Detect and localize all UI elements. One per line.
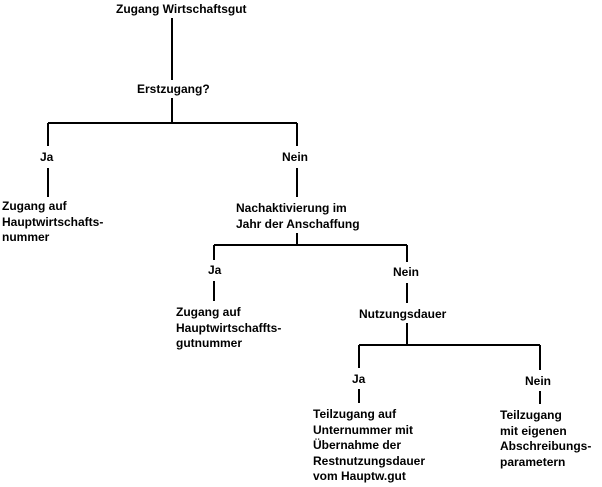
question-nachaktivierung: Nachaktivierung im Jahr der Anschaffung: [236, 201, 360, 232]
leaf-line: Zugang auf: [176, 305, 241, 319]
leaf-line: Hauptwirtschafts-: [2, 214, 104, 229]
leaf-line: Zugang auf: [2, 199, 67, 213]
leaf-zugang-hauptwirtschaftsgutnummer: Zugang auf Hauptwirtschaffts- gutnummer: [176, 305, 281, 352]
root-title: Zugang Wirtschaftsgut: [116, 2, 247, 16]
leaf-line: Unternummer mit: [313, 422, 414, 437]
leaf-line: gutnummer: [176, 336, 242, 350]
leaf-zugang-hauptwirtschaftsnummer: Zugang auf Hauptwirtschafts- nummer: [2, 199, 103, 246]
leaf-teilzugang-unternummer: Teilzugang auf Unternummer mit Übernahme…: [313, 407, 425, 485]
leaf-line: Abschreibungs-: [500, 439, 592, 453]
question-line: Nachaktivierung im: [236, 201, 347, 215]
leaf-line: Hauptwirtschaffts-: [176, 320, 282, 335]
leaf-line: Übernahme der: [313, 438, 402, 452]
answer-q3-yes: Ja: [352, 372, 366, 386]
leaf-line: Teilzugang auf: [313, 407, 397, 421]
answer-q2-no: Nein: [393, 265, 420, 279]
question-line: Jahr der Anschaffung: [236, 216, 360, 231]
leaf-line: parametern: [500, 454, 566, 469]
question-erstzugang: Erstzugang?: [137, 82, 210, 96]
answer-q2-yes: Ja: [208, 263, 222, 277]
question-nutzungsdauer: Nutzungsdauer: [359, 307, 447, 321]
leaf-line: mit eigenen: [500, 423, 567, 438]
leaf-line: nummer: [2, 230, 50, 244]
answer-q1-yes: Ja: [40, 150, 54, 164]
leaf-line: Restnutzungsdauer: [313, 453, 426, 468]
leaf-line: Teilzugang: [500, 408, 562, 422]
answer-q1-no: Nein: [282, 150, 309, 164]
leaf-line: vom Hauptw.gut: [313, 469, 406, 483]
answer-q3-no: Nein: [525, 374, 552, 388]
leaf-teilzugang-eigene-parameter: Teilzugang mit eigenen Abschreibungs- pa…: [500, 408, 591, 470]
